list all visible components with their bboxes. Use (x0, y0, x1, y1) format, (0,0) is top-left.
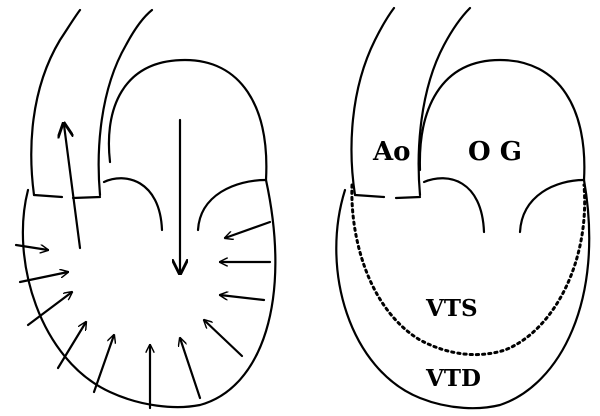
end-diastolic-volume-label: VTD (425, 365, 481, 392)
left-atrium-label: O G (468, 137, 522, 167)
aorta-inner-wall (419, 8, 470, 195)
aortic-valve-leaflet (34, 195, 62, 197)
aortic-valve-leaflet (396, 197, 420, 198)
contraction-arrow (180, 338, 200, 398)
aorta-outer-wall (31, 10, 80, 195)
contraction-arrow (16, 245, 48, 250)
end-systolic-volume-label: VTS (425, 295, 478, 322)
contraction-arrow (94, 335, 114, 392)
contraction-arrow (28, 292, 72, 325)
aortic-valve-leaflet (355, 195, 384, 197)
right-heart-volumes: Ao O G VTS VTD (336, 8, 589, 408)
mitral-valve-leaflet (198, 180, 266, 230)
aortic-valve-leaflet (73, 197, 100, 198)
contraction-arrow (220, 295, 264, 300)
mitral-valve-leaflet (104, 178, 162, 230)
mitral-valve-leaflet (424, 178, 484, 232)
ejection-arrow (64, 125, 80, 248)
mitral-valve-leaflet (520, 180, 584, 232)
contraction-arrows (16, 222, 270, 408)
contraction-arrow (58, 322, 86, 368)
contraction-arrow (204, 320, 242, 356)
contraction-arrow (225, 222, 270, 238)
end-systolic-contour (352, 185, 585, 355)
aorta-label: Ao (372, 137, 411, 167)
aorta-inner-wall (99, 10, 152, 195)
left-atrium-outline (109, 60, 266, 180)
left-heart-systole (16, 10, 275, 408)
